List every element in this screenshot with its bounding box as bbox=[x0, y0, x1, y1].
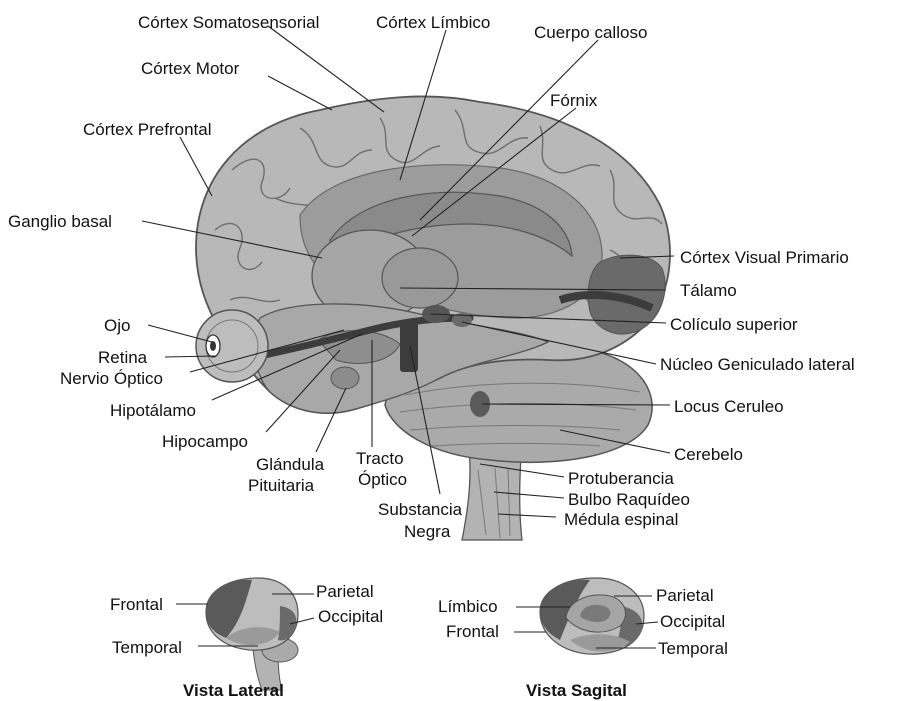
label-spinal-cord: Médula espinal bbox=[564, 510, 678, 529]
thalamus-shape bbox=[382, 248, 458, 308]
sagittal-label-frontal: Frontal bbox=[446, 622, 499, 641]
label-fornix: Fórnix bbox=[550, 91, 598, 110]
sagittal-label-occipital: Occipital bbox=[660, 612, 725, 631]
label-hypothalamus: Hipotálamo bbox=[110, 401, 196, 420]
sagittal-caption: Vista Sagital bbox=[526, 681, 627, 700]
label-cerebellum: Cerebelo bbox=[674, 445, 743, 464]
label-pituitary-line1: Glándula bbox=[256, 455, 325, 474]
lateral-view: Frontal Parietal Occipital Temporal Vist… bbox=[110, 578, 383, 700]
label-corpus-callosum: Cuerpo calloso bbox=[534, 23, 647, 42]
label-lgn: Núcleo Geniculado lateral bbox=[660, 355, 855, 374]
label-visual-cortex: Córtex Visual Primario bbox=[680, 248, 849, 267]
label-somatosensory: Córtex Somatosensorial bbox=[138, 13, 319, 32]
label-optic-tract-line2: Óptico bbox=[358, 470, 407, 489]
label-retina: Retina bbox=[98, 348, 148, 367]
label-substantia-line2: Negra bbox=[404, 522, 451, 541]
label-medulla: Bulbo Raquídeo bbox=[568, 490, 690, 509]
label-motor-cortex: Córtex Motor bbox=[141, 59, 240, 78]
label-optic-nerve: Nervio Óptico bbox=[60, 369, 163, 388]
label-thalamus: Tálamo bbox=[680, 281, 737, 300]
lateral-label-frontal: Frontal bbox=[110, 595, 163, 614]
label-substantia-line1: Substancia bbox=[378, 500, 463, 519]
label-superior-colliculus: Colículo superior bbox=[670, 315, 798, 334]
label-hippocampus: Hipocampo bbox=[162, 432, 248, 451]
sagittal-view: Límbico Frontal Parietal Occipital Tempo… bbox=[438, 578, 728, 700]
label-pituitary-line2: Pituitaria bbox=[248, 476, 315, 495]
pituitary-shape bbox=[331, 367, 359, 389]
sagittal-label-temporal: Temporal bbox=[658, 639, 728, 658]
lateral-label-occipital: Occipital bbox=[318, 607, 383, 626]
lateral-label-parietal: Parietal bbox=[316, 582, 374, 601]
label-basal-ganglia: Ganglio basal bbox=[8, 212, 112, 231]
label-prefrontal: Córtex Prefrontal bbox=[83, 120, 212, 139]
lateral-caption: Vista Lateral bbox=[183, 681, 284, 700]
sagittal-label-parietal: Parietal bbox=[656, 586, 714, 605]
label-pons: Protuberancia bbox=[568, 469, 674, 488]
label-locus-ceruleus: Locus Ceruleo bbox=[674, 397, 784, 416]
sagittal-label-limbic: Límbico bbox=[438, 597, 498, 616]
lateral-label-temporal: Temporal bbox=[112, 638, 182, 657]
label-optic-tract-line1: Tracto bbox=[356, 449, 404, 468]
label-limbic-cortex: Córtex Límbico bbox=[376, 13, 490, 32]
label-eye: Ojo bbox=[104, 316, 130, 335]
substantia-nigra-shape bbox=[400, 320, 418, 372]
eye-shape bbox=[196, 310, 268, 382]
